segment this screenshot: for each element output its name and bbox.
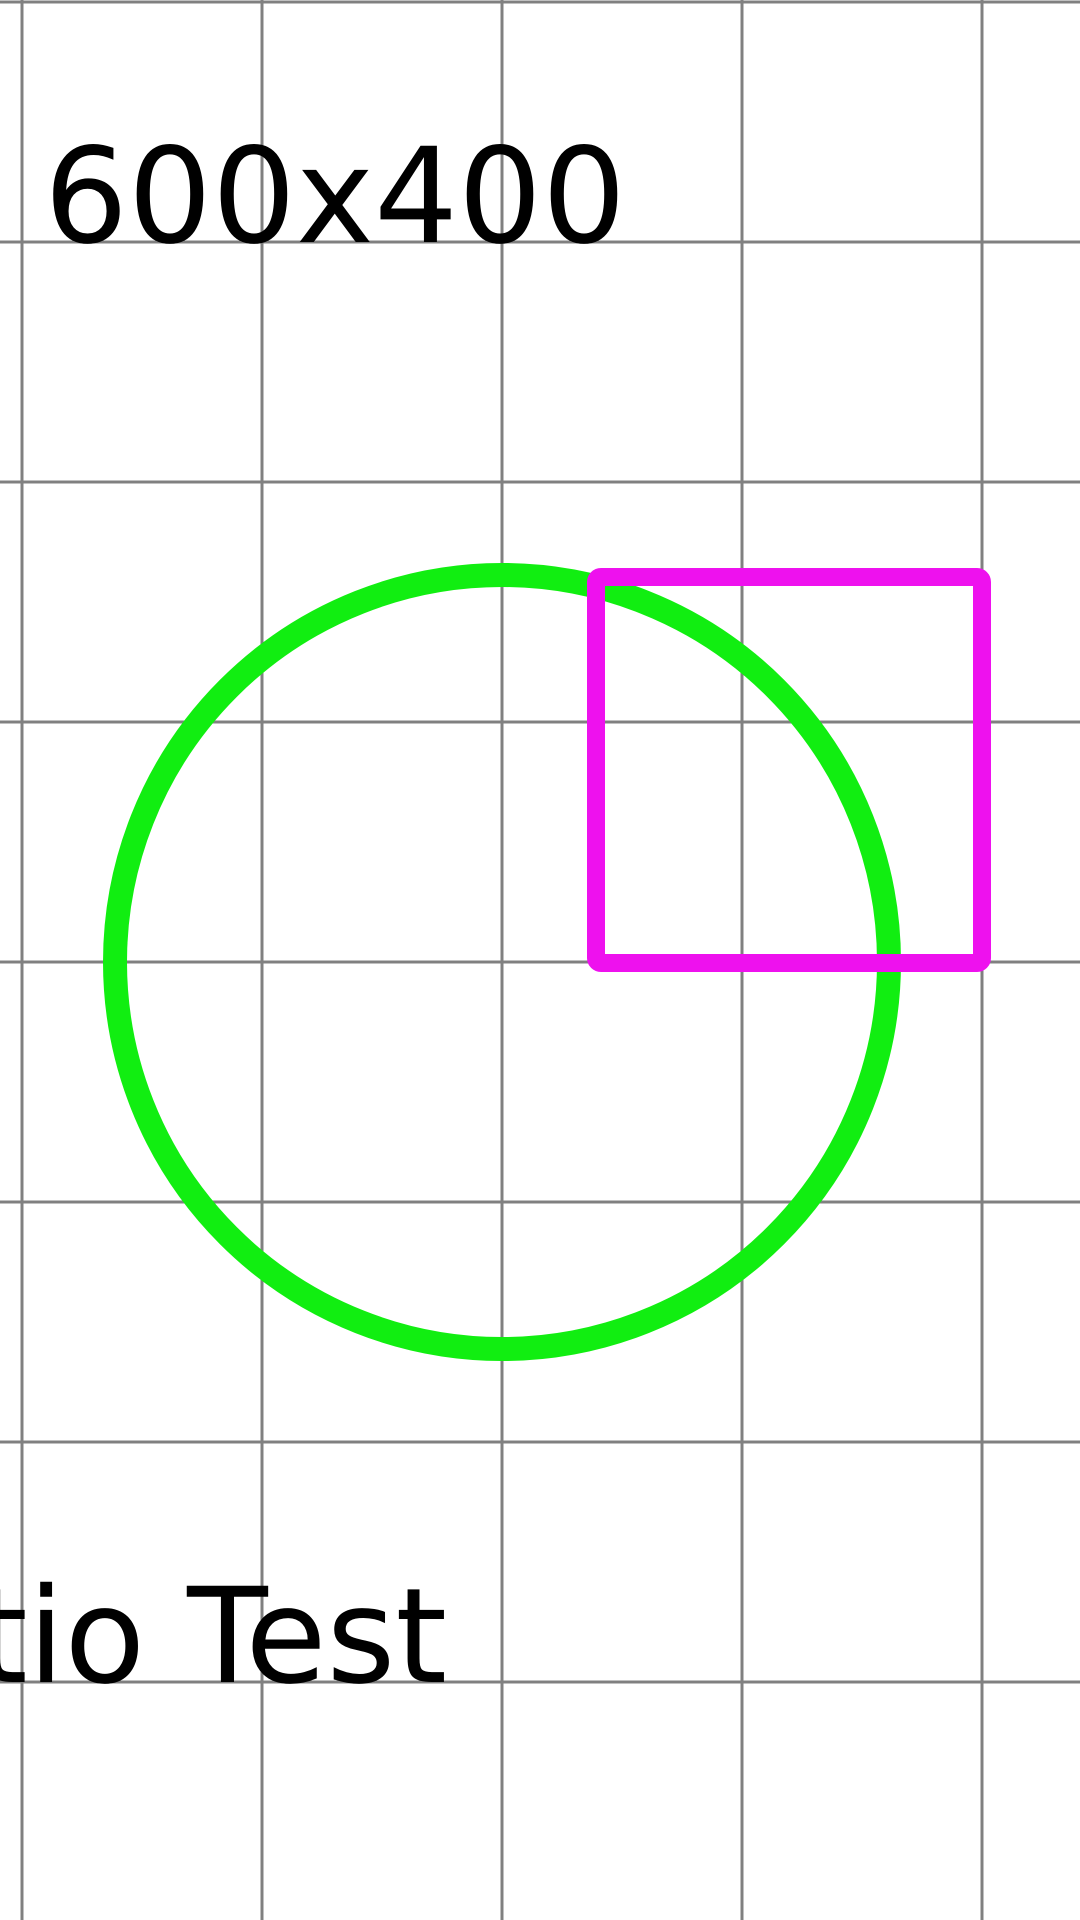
- magenta-square: [587, 568, 991, 972]
- size-label: 600x400: [44, 120, 626, 274]
- caption-text: tio Test: [0, 1560, 447, 1714]
